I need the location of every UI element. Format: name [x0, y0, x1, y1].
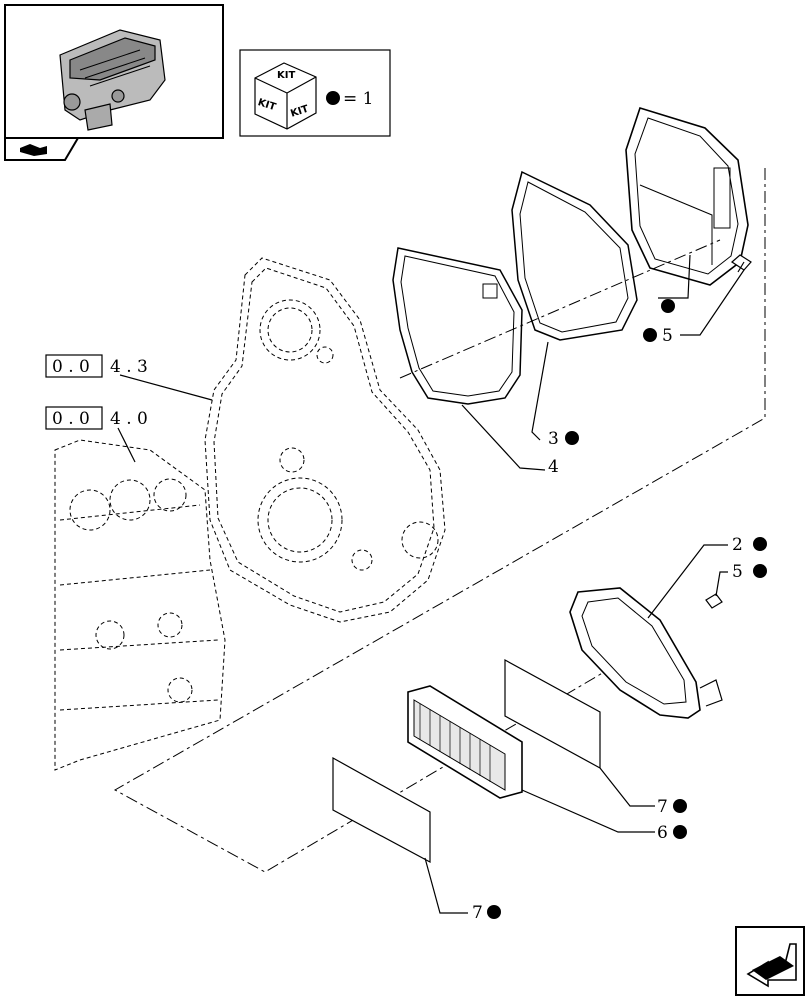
kit-label-top: KIT [277, 70, 295, 81]
seal-part-7-left[interactable] [332, 756, 431, 864]
callout-5-lower-bullet [753, 564, 767, 578]
reference-box-1-text: 0 . 0 [52, 357, 90, 377]
view-tab[interactable] [4, 137, 80, 161]
callout-6-bullet [673, 825, 687, 839]
back-nav-button[interactable] [735, 926, 805, 996]
callout-2[interactable]: 2 [732, 535, 767, 555]
callout-4-text: 4 [548, 457, 559, 477]
leader-3 [531, 341, 549, 441]
leader-7-left [424, 857, 468, 914]
screw-part-5-lower[interactable] [705, 593, 723, 609]
screw-part-5-top[interactable] [731, 254, 752, 273]
gasket-part-3[interactable] [511, 170, 638, 341]
callout-7-left[interactable]: 7 [472, 903, 501, 923]
reference-rest-1: 4 . 3 [110, 357, 148, 377]
callout-5-lower[interactable]: 5 [732, 562, 767, 582]
kit-bullet-icon [326, 91, 340, 105]
callout-7-left-bullet [487, 905, 501, 919]
kit-cube-icon: KIT KIT KIT [254, 62, 317, 130]
leader-6 [521, 789, 655, 833]
view-icon [20, 144, 47, 156]
reference-box-2 [45, 406, 103, 430]
callout-7-right-text: 7 [657, 797, 668, 817]
callout-1-bullet [661, 299, 675, 313]
callout-2-text: 2 [732, 535, 743, 555]
kit-legend: KIT KIT KIT = 1 [239, 49, 391, 137]
engine-thumbnail[interactable] [4, 4, 224, 139]
callout-3-bullet [565, 431, 579, 445]
callout-3-text: 3 [548, 429, 559, 449]
callout-2-bullet [753, 537, 767, 551]
engine-thumbnail-image [59, 29, 166, 131]
reference-box-2-text: 0 . 0 [52, 409, 90, 429]
leader-7-right [599, 767, 655, 807]
timing-housing-phantom [204, 257, 446, 623]
kit-label-left: KIT [256, 97, 277, 113]
callout-7-left-text: 7 [472, 903, 483, 923]
leader-2 [647, 544, 728, 619]
reference-link-2[interactable]: 0 . 0 4 . 0 [45, 406, 148, 463]
leader-1 [658, 254, 691, 299]
engine-block-phantom [54, 439, 226, 771]
leader-4 [461, 404, 546, 471]
filter-element-part-6[interactable] [407, 685, 523, 799]
callout-5-top-text: 5 [662, 326, 673, 346]
callout-5-top[interactable]: 5 [643, 326, 673, 346]
callout-3[interactable]: 3 [548, 429, 579, 449]
reference-box-1 [45, 354, 103, 378]
kit-label-right: KIT [289, 104, 310, 120]
leader-5-top [680, 269, 745, 336]
callout-4[interactable]: 4 [548, 457, 559, 477]
reference-rest-2: 4 . 0 [110, 409, 148, 429]
callout-5-lower-text: 5 [732, 562, 743, 582]
reference-link-1[interactable]: 0 . 0 4 . 3 [45, 354, 213, 401]
callout-6-text: 6 [657, 823, 668, 843]
cover-part-2[interactable] [569, 587, 723, 719]
callout-5-top-bullet [643, 328, 657, 342]
callout-7-right[interactable]: 7 [657, 797, 687, 817]
kit-equals-text: = 1 [343, 89, 373, 109]
leader-5-lower [715, 571, 728, 597]
cover-plate-part-1[interactable] [625, 107, 749, 286]
gasket-part-4[interactable] [392, 247, 523, 405]
callout-6[interactable]: 6 [657, 823, 687, 843]
callout-7-right-bullet [673, 799, 687, 813]
